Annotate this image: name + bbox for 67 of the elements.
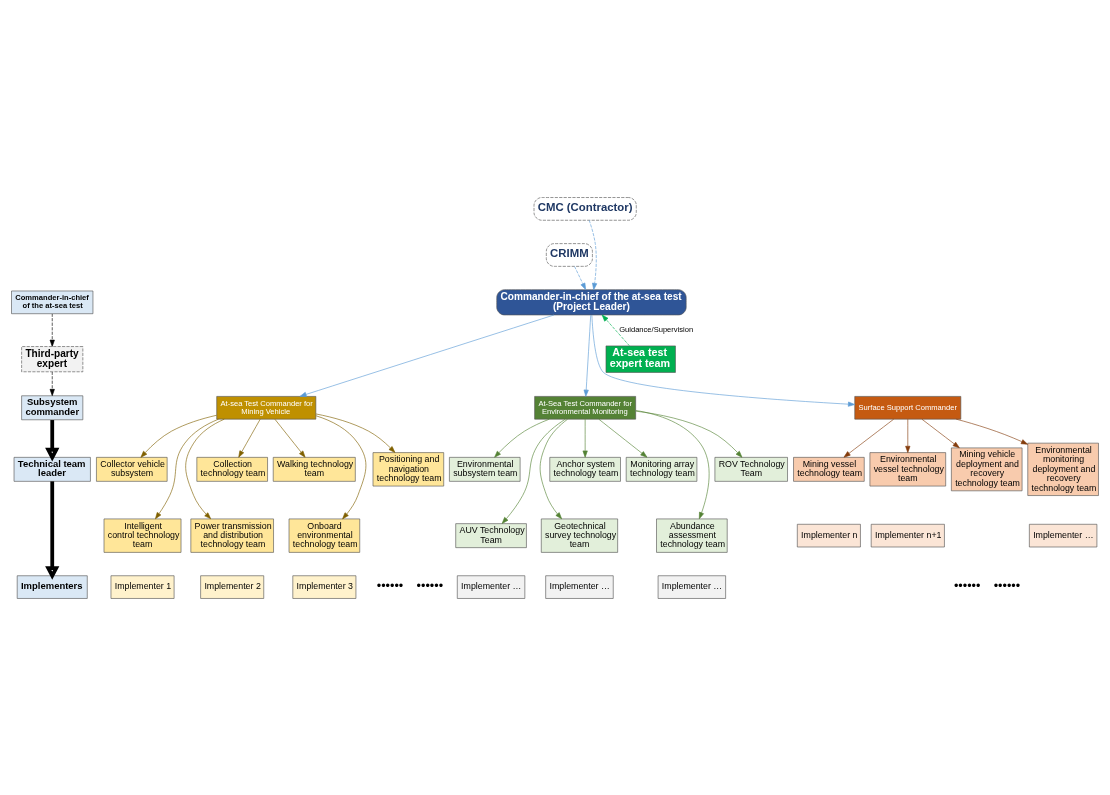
label: ••••••: [416, 578, 444, 593]
node-box: Technical team leader: [13, 456, 91, 482]
arrow: [45, 480, 60, 580]
node-box: At-sea test expert team: [605, 345, 676, 373]
node-box: Collection technology team: [196, 456, 268, 482]
node-box: Onboard environmental technology team: [288, 518, 361, 553]
arrow: [185, 418, 225, 519]
node-box: Implementer …: [1029, 523, 1098, 547]
node-box: Monitoring array technology team: [625, 456, 698, 482]
node-box: Anchor system technology team: [549, 456, 621, 482]
arrow: [843, 418, 894, 458]
arrow: [49, 313, 55, 347]
arrow: [905, 418, 911, 453]
node-box: Mining vessel technology team: [793, 456, 865, 482]
node-box: Positioning and navigation technology team: [372, 451, 445, 486]
arrow: [588, 219, 598, 290]
node-box: Subsystem commander: [21, 394, 84, 420]
node-box: Implementer …: [456, 574, 526, 599]
arrow: [591, 314, 855, 407]
label: ••••••: [953, 578, 981, 593]
arrow: [583, 314, 592, 397]
node-box: CMC (Contractor): [533, 196, 637, 221]
node-box: Implementer …: [545, 574, 614, 599]
node-box: Mining vehicle deployment and recovery technology team: [951, 447, 1023, 491]
label: ••••••: [993, 578, 1021, 593]
node-box: Geotechnical survey technology team: [540, 518, 618, 553]
node-box: Commander-in-chief of the at-sea test (Project Leader): [496, 288, 687, 315]
node-box: Walking technology team: [272, 456, 356, 482]
arrow: [315, 413, 396, 453]
arrow: [140, 414, 217, 458]
arrow: [501, 418, 566, 524]
arrow: [274, 418, 306, 458]
arrow: [601, 314, 630, 346]
node-box: Implementer 1: [110, 574, 175, 599]
node-box: Implementer 3: [292, 574, 357, 599]
node-box: Third-party expert: [21, 345, 84, 372]
node-box: Environmental subsystem team: [449, 456, 521, 482]
node-box: Implementer …: [657, 574, 726, 599]
node-box: ROV Technology Team: [714, 456, 788, 482]
arrow: [238, 418, 261, 458]
node-box: Environmental vessel technology team: [869, 451, 946, 486]
node-box: Abundance assessment technology team: [656, 518, 728, 553]
node-box: Environmental monitoring deployment and recovery technology team: [1027, 442, 1099, 496]
node-box: CRIMM: [546, 242, 593, 267]
arrow: [635, 410, 743, 458]
arrow: [49, 371, 55, 396]
node-box: Implementer 2: [200, 574, 265, 599]
arrow: [635, 409, 710, 519]
node-box: Power transmission and distribution technology team: [190, 518, 274, 553]
node-box: AUV Technology Team: [455, 522, 527, 548]
arrow: [45, 419, 60, 461]
arrow: [155, 418, 219, 519]
arrow: [574, 265, 586, 290]
arrow: [539, 418, 568, 519]
arrow: [315, 415, 367, 519]
arrow: [299, 314, 555, 397]
arrow: [921, 418, 960, 448]
arrow: [955, 418, 1028, 445]
node-box: Intelligent control technology team: [103, 518, 182, 553]
node-box: Collector vehicle subsystem: [96, 456, 168, 482]
node-box: Implementers: [16, 574, 88, 599]
arrow: [598, 418, 648, 458]
node-box: Implementer n+1: [870, 523, 945, 547]
label: ••••••: [376, 578, 404, 593]
node-box: Implementer n: [797, 523, 861, 547]
arrow: [582, 418, 588, 458]
arrow: [494, 418, 550, 458]
